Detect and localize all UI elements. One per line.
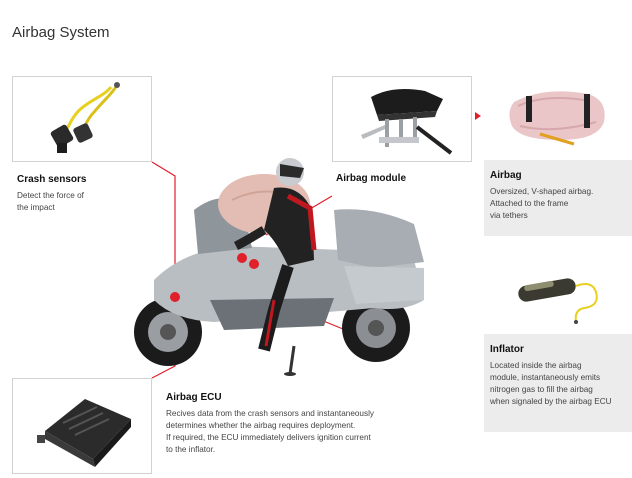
inflator-heading: Inflator: [490, 344, 524, 355]
airbag-ecu-heading: Airbag ECU: [166, 392, 222, 403]
ecu-icon: [37, 399, 131, 467]
airbag-description: Oversized, V-shaped airbag. Attached to …: [490, 187, 594, 220]
airbag-module-heading: Airbag module: [336, 173, 407, 184]
airbag-icon: [509, 91, 605, 146]
inflator-description: Located inside the airbag module, instan…: [490, 361, 612, 406]
crash-sensor-icon: [50, 82, 120, 153]
airbag-panel: Airbag Oversized, V-shaped airbag. Attac…: [484, 78, 632, 236]
airbag-ecu-description: Recives data from the crash sensors and …: [166, 409, 374, 454]
inflator-image: [484, 252, 632, 334]
crash-sensors-description: Detect the force of the impact: [17, 191, 84, 212]
inflator-panel: Inflator Located inside the airbag modul…: [484, 252, 632, 432]
motorcycle-illustration: [134, 158, 424, 376]
airbag-module-icon: [361, 89, 453, 155]
airbag-heading: Airbag: [490, 170, 522, 181]
crash-sensors-image: [12, 76, 152, 162]
inflator-icon: [518, 278, 598, 324]
page-title: Airbag System: [12, 24, 110, 41]
airbag-image: [484, 78, 632, 160]
airbag-ecu-image: [12, 378, 152, 474]
crash-sensors-heading: Crash sensors: [17, 174, 87, 185]
airbag-module-image: [332, 76, 472, 162]
